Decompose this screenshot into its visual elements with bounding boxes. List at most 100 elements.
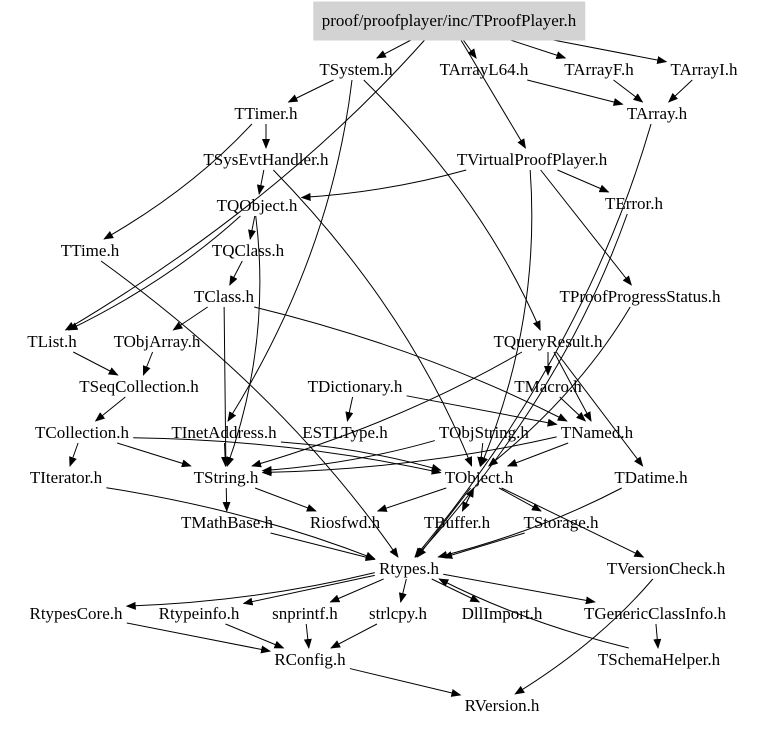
node-label: TVersionCheck.h <box>607 559 726 578</box>
edge-tobject-to-tstorage <box>498 487 542 512</box>
graph-node-ttime[interactable]: TTime.h <box>61 241 120 260</box>
graph-node-tdatime[interactable]: TDatime.h <box>614 468 688 487</box>
graph-node-tsystem[interactable]: TSystem.h <box>319 60 393 79</box>
graph-node-root[interactable]: proof/proofplayer/inc/TProofPlayer.h <box>313 1 586 41</box>
graph-node-tbuffer[interactable]: TBuffer.h <box>424 513 491 532</box>
node-label: TTime.h <box>61 241 120 260</box>
graph-node-tarrayf[interactable]: TArrayF.h <box>564 60 634 79</box>
edge-rtypes-to-tgenericclassinfo <box>443 573 596 605</box>
node-label: DllImport.h <box>462 604 543 623</box>
graph-node-tmathbase[interactable]: TMathBase.h <box>181 513 274 532</box>
graph-node-tqueryresult[interactable]: TQueryResult.h <box>493 332 603 351</box>
root-node-box <box>313 1 586 41</box>
graph-node-tversioncheck[interactable]: TVersionCheck.h <box>607 559 726 578</box>
graph-node-strlcpy[interactable]: strlcpy.h <box>369 604 427 623</box>
edge-tschemahelper-to-rtypes <box>438 578 629 649</box>
node-label: TSchemaHelper.h <box>598 650 721 669</box>
edge-tclass-to-tstring <box>221 306 230 467</box>
graph-node-tobjstring[interactable]: TObjString.h <box>439 423 529 442</box>
graph-node-tsysevthandler[interactable]: TSysEvtHandler.h <box>203 150 329 169</box>
graph-node-rtypeinfo[interactable]: Rtypeinfo.h <box>159 604 240 623</box>
node-label: TSystem.h <box>319 60 393 79</box>
graph-node-tnamed[interactable]: TNamed.h <box>561 423 634 442</box>
edge-tarrayf-to-tarray <box>613 79 644 103</box>
edge-root-to-tvirtualproofplayer <box>459 38 526 149</box>
graph-node-tstring[interactable]: TString.h <box>194 468 259 487</box>
edge-tcollection-to-tobject <box>133 437 442 475</box>
node-label: proof/proofplayer/inc/TProofPlayer.h <box>322 11 577 30</box>
graph-node-tobjarray[interactable]: TObjArray.h <box>114 332 201 351</box>
graph-node-tproofprogressstatus[interactable]: TProofProgressStatus.h <box>559 287 721 306</box>
edge-tclass-to-tobjarray <box>172 306 208 331</box>
graph-node-tarray[interactable]: TArray.h <box>627 104 688 123</box>
graph-node-tqobject[interactable]: TQObject.h <box>217 196 298 215</box>
edge-tversioncheck-to-rversion <box>514 578 654 695</box>
graph-node-riosfwd[interactable]: Riosfwd.h <box>310 513 381 532</box>
graph-node-tlist[interactable]: TList.h <box>27 332 77 351</box>
graph-node-rconfig[interactable]: RConfig.h <box>274 650 346 669</box>
graph-node-tschemahelper[interactable]: TSchemaHelper.h <box>598 650 721 669</box>
graph-node-tarrayl64[interactable]: TArrayL64.h <box>440 60 529 79</box>
edge-tclass-to-tnamed <box>254 306 568 422</box>
graph-node-tarrayi[interactable]: TArrayI.h <box>670 60 738 79</box>
edge-tdictionary-to-estltype <box>345 396 354 422</box>
edge-tstring-to-tmathbase <box>222 487 231 512</box>
node-label: TError.h <box>605 194 664 213</box>
graph-node-ttimer[interactable]: TTimer.h <box>234 104 298 123</box>
edge-root-to-tarrayf <box>507 38 567 60</box>
edge-tstorage-to-rtypes <box>442 532 525 559</box>
graph-node-tstorage[interactable]: TStorage.h <box>523 513 599 532</box>
node-label: TQClass.h <box>212 241 285 260</box>
graph-node-tclass[interactable]: TClass.h <box>194 287 254 306</box>
edge-strlcpy-to-rconfig <box>330 623 378 649</box>
edge-tbuffer-to-tobject <box>461 487 475 512</box>
graph-node-tcollection[interactable]: TCollection.h <box>35 423 129 442</box>
edge-tsystem-to-tqueryresult <box>363 79 541 331</box>
edge-tsystem-to-ttimer <box>287 79 334 103</box>
node-label: TInetAddress.h <box>171 423 277 442</box>
edge-terror-to-rtypes <box>415 213 628 558</box>
graph-node-titerator[interactable]: TIterator.h <box>30 468 103 487</box>
edge-tvirtualproofplayer-to-tobject <box>480 169 533 467</box>
node-label: RVersion.h <box>465 696 540 715</box>
edge-tobjstring-to-tobject <box>477 442 486 467</box>
graph-node-snprintf[interactable]: snprintf.h <box>272 604 338 623</box>
graph-node-tmacro[interactable]: TMacro.h <box>514 377 582 396</box>
edge-tcollection-to-titerator <box>69 442 79 467</box>
edge-rtypes-to-rtypescore <box>125 572 375 610</box>
edge-rtypes-to-dllimport <box>431 578 481 603</box>
graph-node-tqclass[interactable]: TQClass.h <box>212 241 285 260</box>
graph-node-tvirtualproofplayer[interactable]: TVirtualProofPlayer.h <box>457 150 608 169</box>
graph-node-tgenericclassinfo[interactable]: TGenericClassInfo.h <box>584 604 727 623</box>
edge-tcollection-to-tstring <box>117 442 192 468</box>
node-label: TArrayL64.h <box>440 60 529 79</box>
graph-node-tobject[interactable]: TObject.h <box>445 468 514 487</box>
node-label: TMathBase.h <box>181 513 274 532</box>
node-label: TClass.h <box>194 287 254 306</box>
node-label: TSysEvtHandler.h <box>203 150 329 169</box>
edge-tobjarray-to-tseqcollection <box>142 351 154 376</box>
graph-node-estltype[interactable]: ESTLType.h <box>302 423 388 442</box>
node-label: ESTLType.h <box>302 423 388 442</box>
graph-node-dllimport[interactable]: DllImport.h <box>462 604 543 623</box>
graph-node-tdictionary[interactable]: TDictionary.h <box>308 377 403 396</box>
edge-snprintf-to-rconfig <box>303 623 312 649</box>
graph-node-rversion[interactable]: RVersion.h <box>465 696 540 715</box>
edges-layer <box>64 38 693 697</box>
graph-node-tinetaddress[interactable]: TInetAddress.h <box>171 423 277 442</box>
node-label: RConfig.h <box>274 650 346 669</box>
edge-tmacro-to-tnamed <box>559 396 587 422</box>
node-label: Rtypes.h <box>379 559 439 578</box>
graph-node-terror[interactable]: TError.h <box>605 194 664 213</box>
graph-node-rtypescore[interactable]: RtypesCore.h <box>29 604 123 623</box>
edge-tarray-to-rtypes <box>414 123 652 558</box>
edge-tarrayi-to-tarray <box>668 79 693 103</box>
node-label: TArrayF.h <box>564 60 634 79</box>
edge-tsysevthandler-to-tqobject <box>256 169 265 195</box>
graph-node-tseqcollection[interactable]: TSeqCollection.h <box>79 377 199 396</box>
edge-tinetaddress-to-tstring <box>221 442 230 467</box>
graph-node-rtypes[interactable]: Rtypes.h <box>379 559 439 578</box>
edge-tvirtualproofplayer-to-tproofprogressstatus <box>540 169 632 286</box>
edge-tobject-to-riosfwd <box>376 487 447 512</box>
